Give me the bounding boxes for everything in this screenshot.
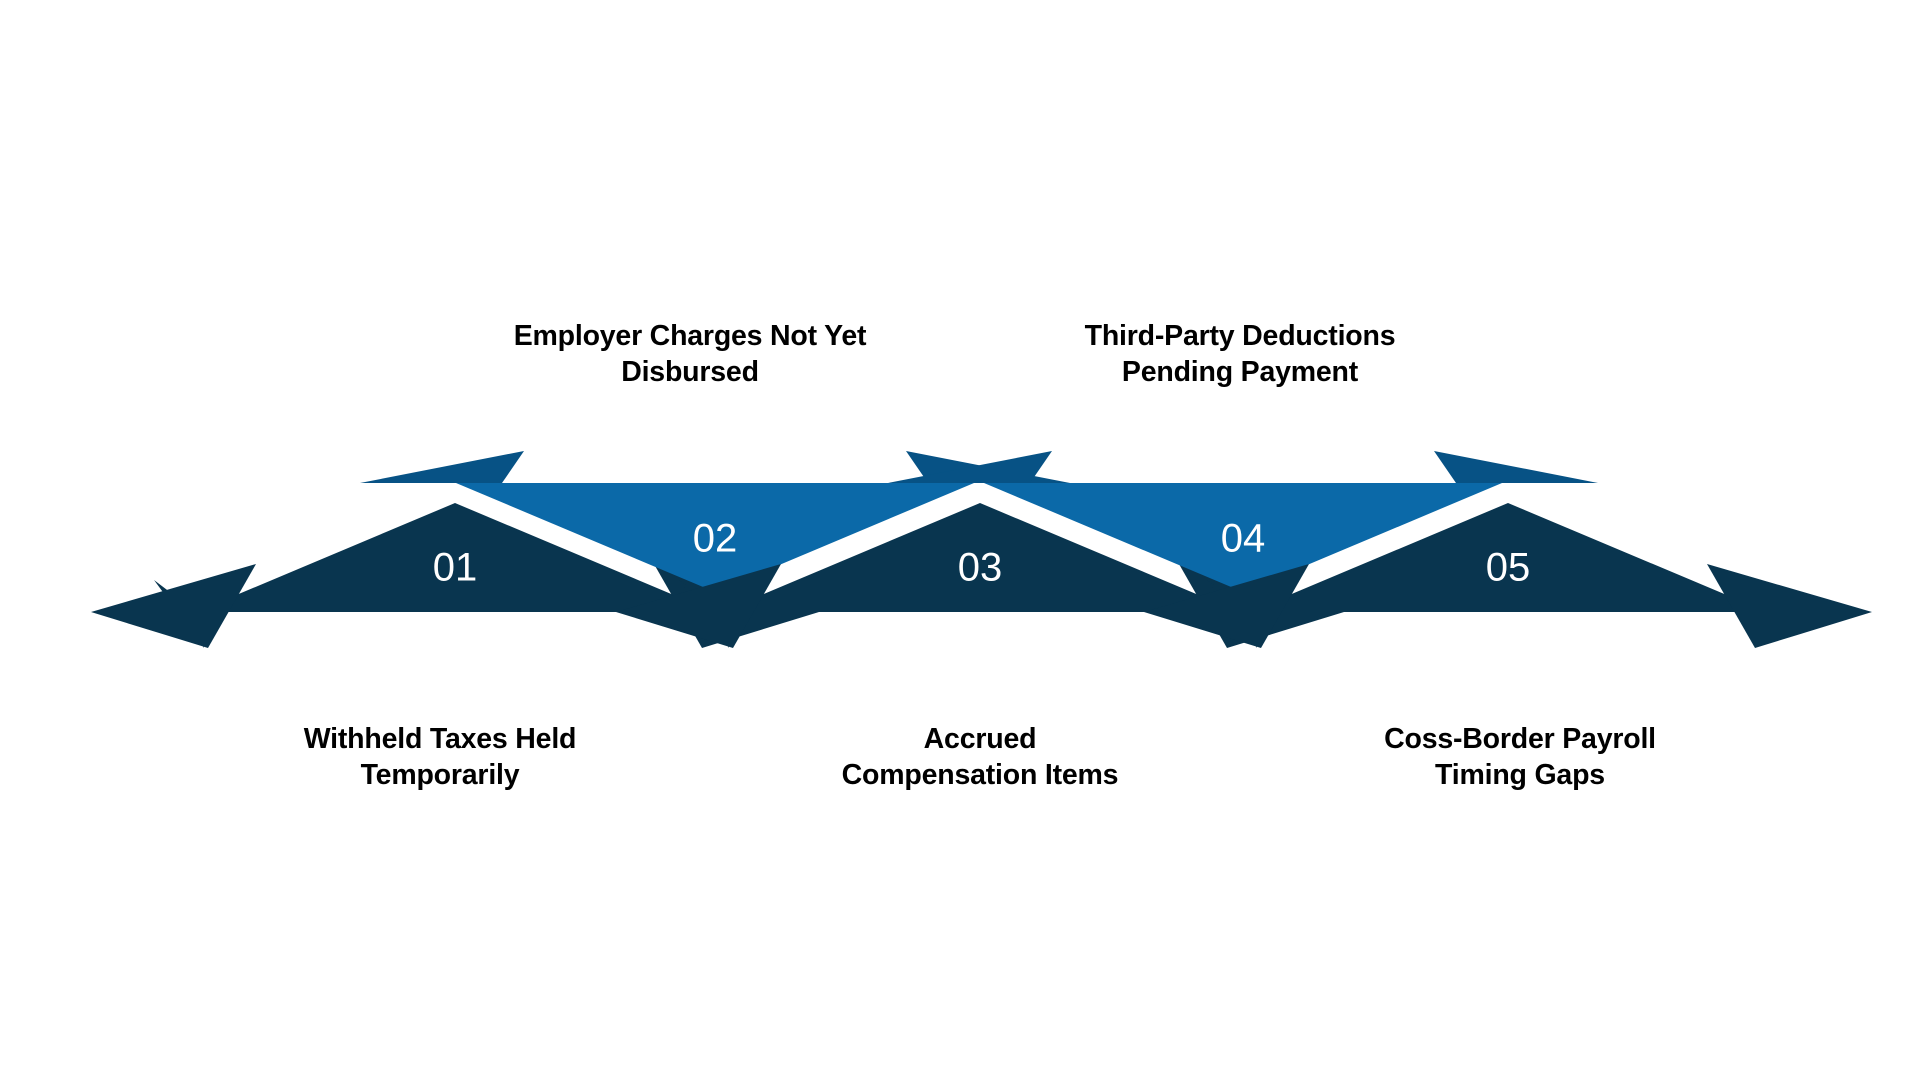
- arrow-03-body: [721, 503, 1239, 612]
- arrow-05-head-left-fill: [1144, 564, 1309, 648]
- caption-step-02: Employer Charges Not Yet Disbursed: [513, 320, 867, 389]
- step-number-01: 01: [433, 546, 478, 590]
- caption-step-03: Accrued Compensation Items: [841, 723, 1119, 792]
- caption-step-01: Withheld Taxes Held Temporarily: [303, 723, 577, 792]
- arrow-step-05[interactable]: 05: [1144, 503, 1872, 648]
- arrow-02-body: [456, 483, 974, 592]
- arrow-05-head-right: [1707, 564, 1872, 648]
- step-number-02: 02: [693, 517, 738, 561]
- arrow-04-body: [984, 483, 1502, 592]
- arrow-04-head-right: [1434, 451, 1598, 483]
- step-number-03: 03: [958, 546, 1003, 590]
- step-number-05: 05: [1486, 546, 1531, 590]
- arrow-02-head-left: [360, 451, 524, 483]
- step-number-04: 04: [1221, 517, 1266, 561]
- arrow-03-head-left-fill: [616, 564, 781, 648]
- arrow-04-head-left: [888, 451, 1052, 483]
- arrow-01-head-left-fill: [91, 564, 256, 648]
- arrow-05-body: [1249, 503, 1767, 612]
- arrow-step-04[interactable]: 04: [888, 451, 1598, 592]
- caption-step-05: Coss-Border Payroll Timing Gaps: [1384, 723, 1656, 792]
- arrow-01-body: [196, 503, 714, 612]
- caption-step-04: Third-Party Deductions Pending Payment: [1084, 320, 1396, 389]
